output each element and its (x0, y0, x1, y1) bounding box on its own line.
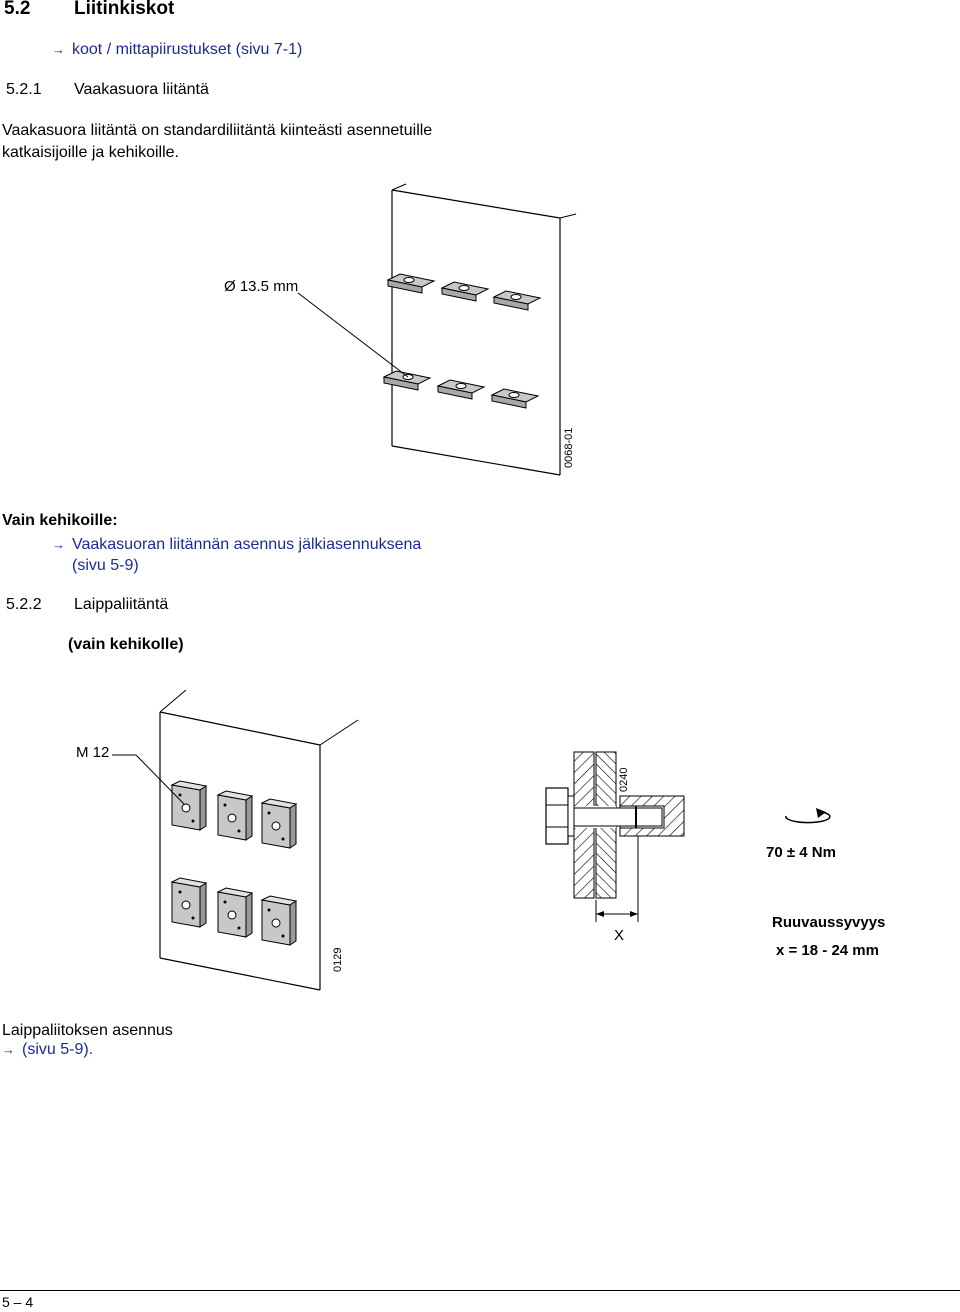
subsection2-title: Laippaliitäntä (74, 596, 169, 613)
figure2-id-left: 0129 (332, 947, 344, 972)
retrofit-link[interactable]: →Vaakasuoran liitännän asennus jälkiasen… (52, 536, 422, 553)
arrow-right-icon: → (2, 1042, 15, 1057)
diameter-label: Ø 13.5 mm (224, 278, 299, 295)
flange-install-text: Laippaliitoksen asennus (2, 1022, 173, 1039)
arrow-right-icon: → (52, 42, 65, 57)
arrow-right-icon: → (52, 537, 65, 552)
bolt-size-label: M 12 (76, 744, 110, 761)
busbar-bottom-3 (490, 388, 540, 409)
flange-top-2 (216, 790, 254, 841)
section-number: 5.2 (4, 0, 31, 19)
busbar-top-3 (492, 290, 542, 311)
rotation-arrow-icon (785, 808, 831, 824)
ref-dimensions-link[interactable]: →koot / mittapiirustukset (sivu 7-1) (52, 41, 303, 58)
busbar-bottom-1 (382, 370, 432, 391)
flange-install-link[interactable]: →(sivu 5-9). (2, 1041, 94, 1058)
intro-line-2: katkaisijoille ja kehikoille. (2, 144, 179, 161)
busbar-top-1 (386, 273, 436, 294)
torque-value: 70 ± 4 Nm (766, 844, 836, 861)
screw-depth-title: Ruuvaussyvyys (772, 914, 886, 931)
subsection2-number: 5.2.2 (6, 596, 42, 613)
subsection1-title: Vaakasuora liitäntä (74, 81, 209, 98)
flange-bottom-1 (170, 877, 208, 928)
subsection1-number: 5.2.1 (6, 81, 42, 98)
flange-bottom-2 (216, 887, 254, 938)
retrofit-link-page[interactable]: (sivu 5-9) (72, 557, 139, 574)
bolt-cross-section (545, 751, 685, 899)
flange-bottom-3 (260, 895, 298, 946)
screw-depth-value: x = 18 - 24 mm (776, 942, 879, 959)
busbar-top-2 (440, 281, 490, 302)
busbar-bottom-2 (436, 379, 486, 400)
flange-top-3 (260, 798, 298, 849)
frames-only-label: Vain kehikoille: (2, 512, 118, 529)
flange-top-1 (170, 780, 208, 831)
footer-rule (0, 1290, 960, 1291)
page-number: 5 – 4 (2, 1294, 34, 1310)
section-title: Liitinkiskot (74, 0, 175, 19)
figure2-id-right: 0240 (618, 767, 630, 792)
subsection2-note: (vain kehikolle) (68, 636, 184, 653)
intro-line-1: Vaakasuora liitäntä on standardiliitäntä… (2, 122, 433, 139)
dimension-x-label: X (614, 927, 625, 944)
